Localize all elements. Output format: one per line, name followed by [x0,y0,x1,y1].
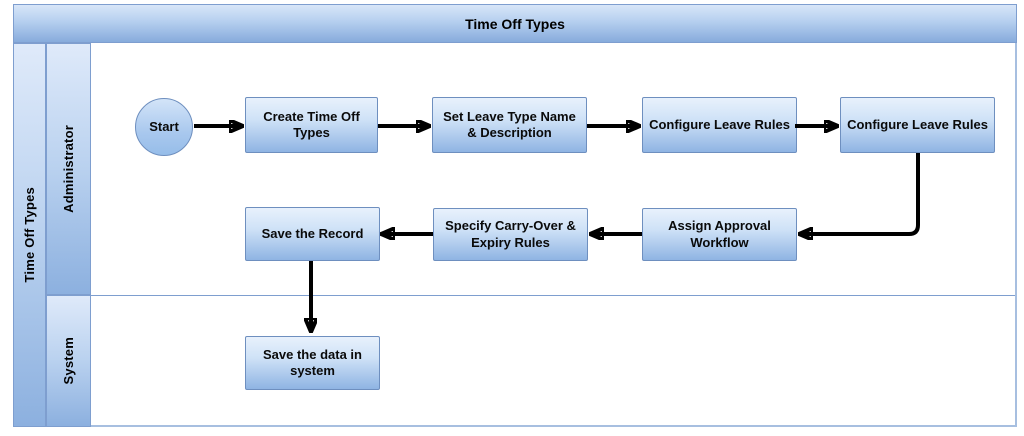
node-label: Assign Approval Workflow [668,218,771,250]
node-assign-approval-workflow[interactable]: Assign Approval Workflow [642,208,797,261]
pool-side-label-strip: Time Off Types [13,43,46,427]
node-label: Configure Leave Rules [649,116,790,132]
lane-label-administrator: Administrator [46,43,91,295]
node-configure-leave-rules-2[interactable]: Configure Leave Rules [840,97,995,153]
node-create-time-off-types[interactable]: Create Time Off Types [245,97,378,153]
lane-administrator-label: Administrator [61,125,76,213]
node-save-the-data-in-system[interactable]: Save the data in system [245,336,380,390]
lane-divider [46,295,1015,296]
lane-label-system: System [46,295,91,427]
node-label: Create Time Off Types [263,108,360,140]
node-start-event[interactable]: Start [135,98,193,156]
node-label: Set Leave Type Name & Description [443,108,576,140]
node-label: Save the data in system [263,346,362,378]
node-specify-carry-over-expiry-rules[interactable]: Specify Carry-Over & Expiry Rules [433,208,588,261]
pool-title: Time Off Types [465,15,565,32]
node-label: Save the Record [261,225,364,241]
node-save-the-record[interactable]: Save the Record [245,207,380,261]
node-label: Start [149,118,179,134]
pool-side-label: Time Off Types [22,187,37,283]
node-label: Specify Carry-Over & Expiry Rules [445,218,576,250]
pool-title-bar: Time Off Types [13,4,1017,43]
node-label: Configure Leave Rules [847,116,988,132]
lane-system-label: System [61,337,76,385]
node-set-leave-type-name-description[interactable]: Set Leave Type Name & Description [432,97,587,153]
node-configure-leave-rules-1[interactable]: Configure Leave Rules [642,97,797,153]
